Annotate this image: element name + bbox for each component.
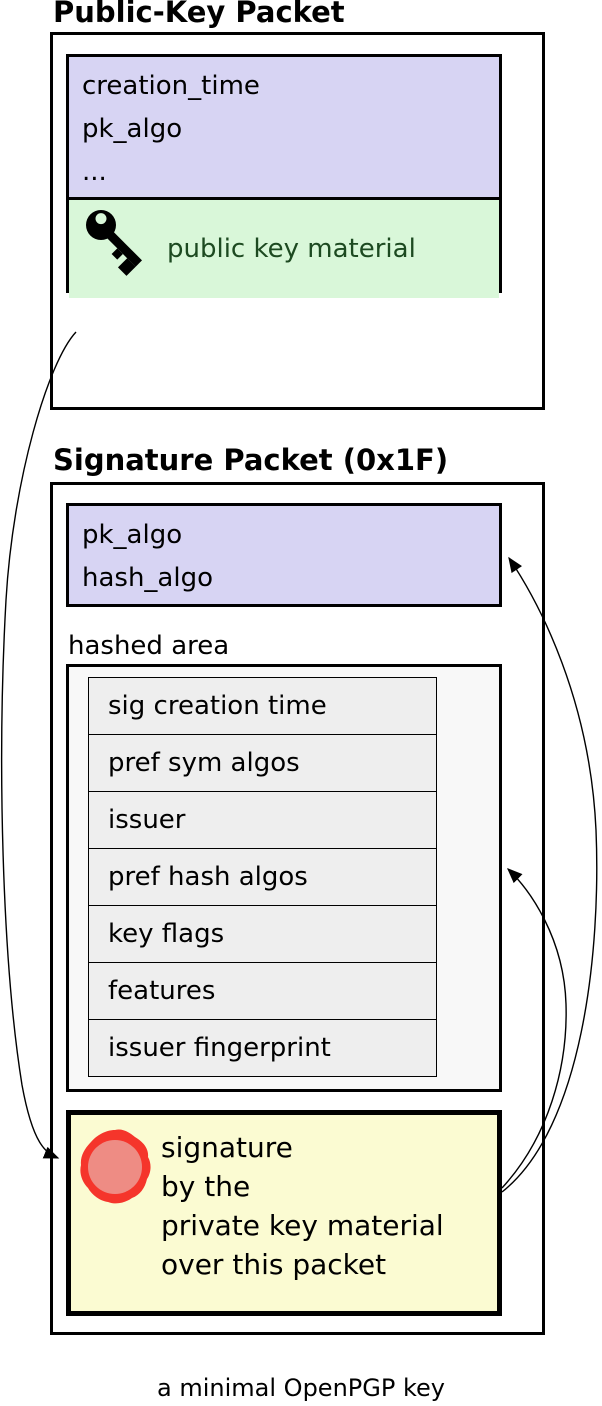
field-pk-algo: pk_algo xyxy=(82,114,183,144)
subpacket-features: features xyxy=(89,963,436,1020)
subpacket-pref-hash-algos: pref hash algos xyxy=(89,849,436,906)
subpacket-issuer-fingerprint: issuer fingerprint xyxy=(89,1020,436,1076)
signature-line-4: over this packet xyxy=(161,1248,387,1281)
diagram-caption: a minimal OpenPGP key xyxy=(157,1374,445,1402)
subpacket-pref-sym-algos: pref sym algos xyxy=(89,735,436,792)
hashed-subpacket-table: sig creation time pref sym algos issuer … xyxy=(88,677,437,1077)
signature-value-box: signature by the private key material ov… xyxy=(66,1110,502,1316)
wax-seal-icon xyxy=(80,1129,151,1204)
hashed-area-label: hashed area xyxy=(68,631,230,661)
signature-description: signature by the private key material ov… xyxy=(161,1128,444,1284)
signature-line-1: signature xyxy=(161,1131,293,1164)
subpacket-sig-creation-time: sig creation time xyxy=(89,678,436,735)
signature-line-2: by the xyxy=(161,1170,251,1203)
signature-line-3: private key material xyxy=(161,1209,444,1242)
subpacket-key-flags: key flags xyxy=(89,906,436,963)
public-key-material-label: public key material xyxy=(167,234,416,264)
field-ellipsis: ... xyxy=(82,157,107,187)
signature-header-fields: pk_algo hash_algo xyxy=(66,503,502,607)
subpacket-issuer: issuer xyxy=(89,792,436,849)
public-key-packet-title: Public-Key Packet xyxy=(53,0,345,29)
public-key-header-fields: creation_time pk_algo ... xyxy=(69,57,499,200)
field-hash-algo: hash_algo xyxy=(82,563,214,593)
key-icon xyxy=(86,210,143,276)
public-key-material-section: public key material xyxy=(69,200,499,298)
field-creation-time: creation_time xyxy=(82,71,260,101)
field-pk-algo: pk_algo xyxy=(82,520,183,550)
signature-packet-title: Signature Packet (0x1F) xyxy=(53,443,449,477)
public-key-packet-contents: creation_time pk_algo ... public key mat… xyxy=(66,54,502,298)
